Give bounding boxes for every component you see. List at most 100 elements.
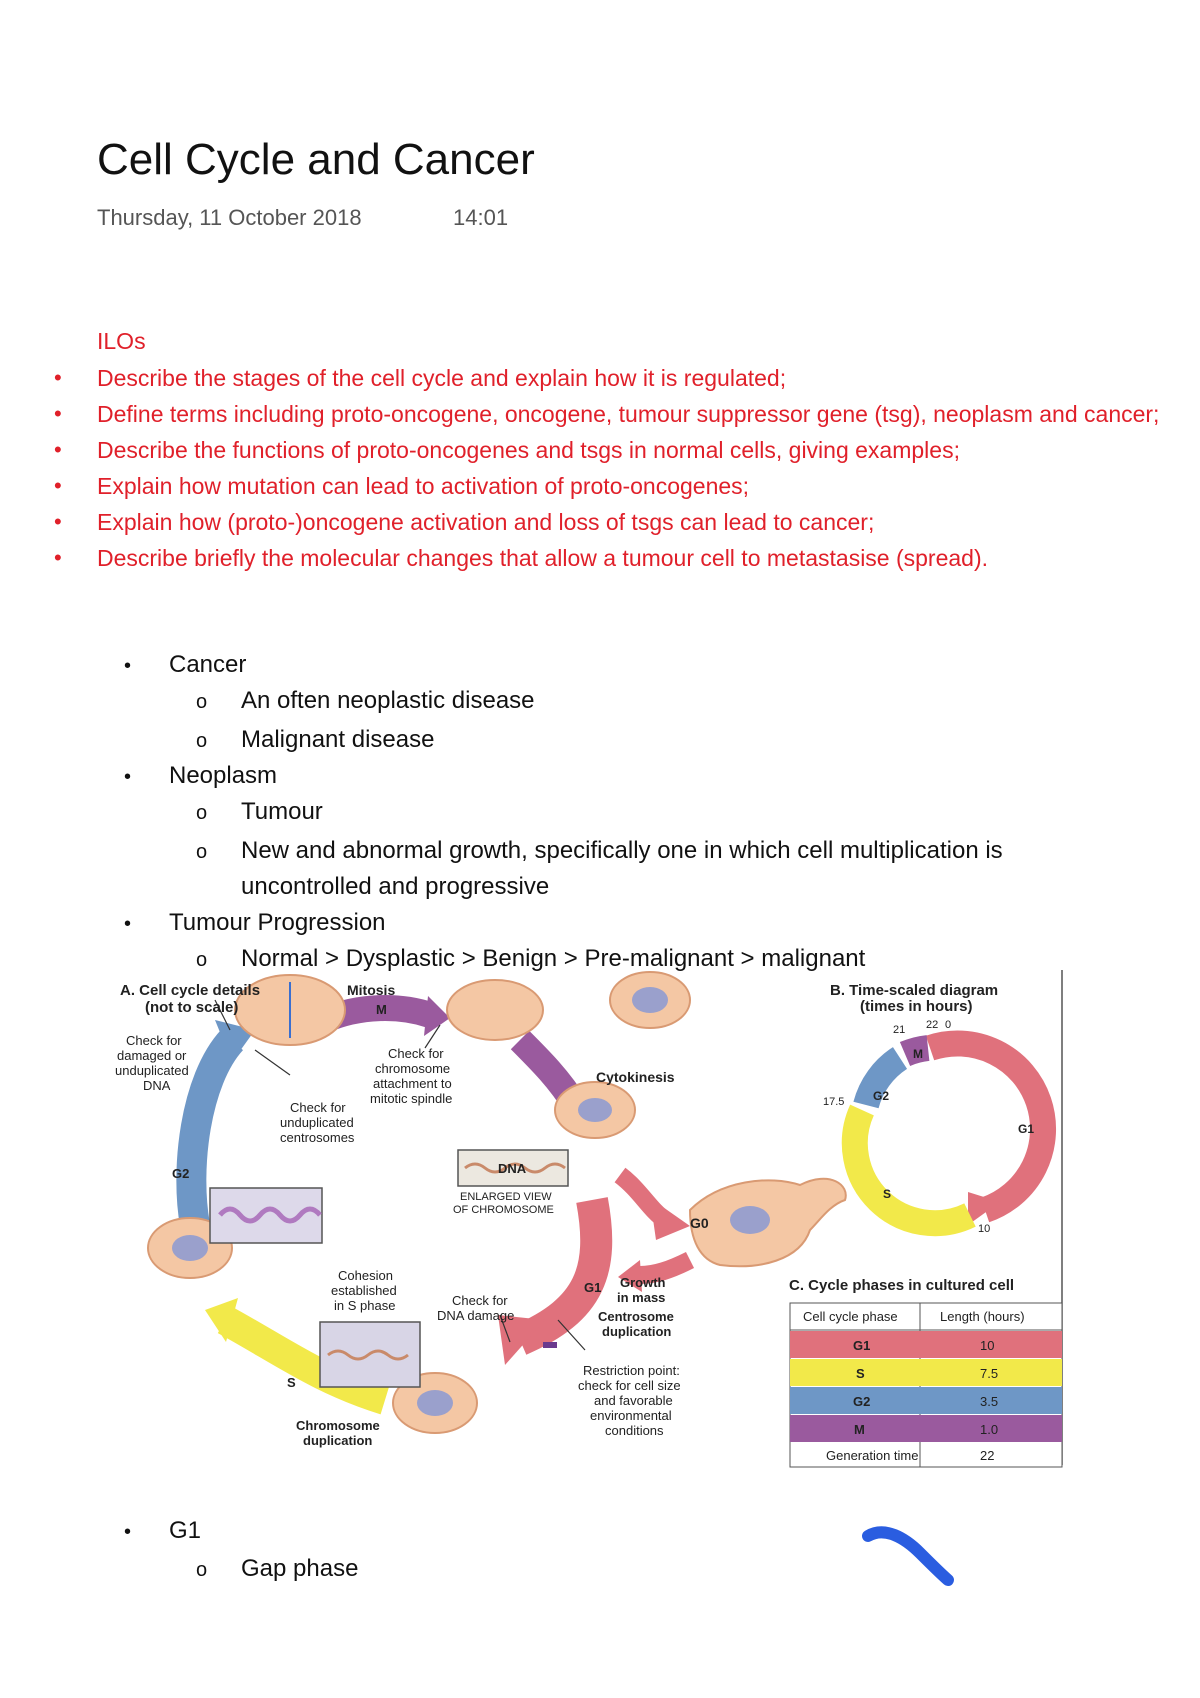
pen-stroke bbox=[862, 1526, 954, 1586]
s-arrowhead bbox=[205, 1298, 238, 1342]
table-row-bg bbox=[790, 1331, 1062, 1358]
bullet-icon: • bbox=[124, 766, 132, 788]
table-header: Length (hours) bbox=[940, 1309, 1025, 1324]
cohesion-label: in S phase bbox=[334, 1298, 395, 1313]
table-cell: 1.0 bbox=[980, 1422, 998, 1437]
table-cell: 3.5 bbox=[980, 1394, 998, 1409]
dna-helix-icon bbox=[464, 1162, 566, 1174]
panel-a-subtitle: (not to scale) bbox=[145, 999, 238, 1016]
list-item: o New and abnormal growth, specifically … bbox=[196, 833, 1003, 900]
note-text: An often neoplastic disease bbox=[241, 687, 535, 714]
checkpoint-label: mitotic spindle bbox=[370, 1091, 452, 1106]
chromosome-dup-label: Chromosome bbox=[296, 1418, 380, 1433]
ilo-text: Describe briefly the molecular changes t… bbox=[97, 545, 989, 571]
g2-ring-label: G2 bbox=[873, 1089, 889, 1103]
note-text: Tumour bbox=[241, 798, 323, 825]
centrosome-label: duplication bbox=[602, 1324, 671, 1339]
cohesion-label: established bbox=[331, 1283, 397, 1298]
list-item: • Neoplasm bbox=[124, 758, 277, 795]
checkpoint-label: attachment to bbox=[373, 1076, 452, 1091]
tick-label: 21 bbox=[893, 1024, 905, 1036]
bullet-icon: • bbox=[124, 1521, 132, 1543]
checkpoint-label: centrosomes bbox=[280, 1130, 355, 1145]
restriction-label: check for cell size bbox=[578, 1378, 681, 1393]
checkpoint-label: Check for bbox=[388, 1046, 444, 1061]
table-cell: 10 bbox=[980, 1338, 994, 1353]
growth-label: in mass bbox=[617, 1290, 665, 1305]
g2-segment bbox=[176, 1029, 244, 1228]
table-row: M 1.0 bbox=[790, 1415, 1062, 1442]
enlarged-view-label: OF CHROMOSOME bbox=[453, 1204, 554, 1216]
subbullet-icon: o bbox=[196, 841, 208, 863]
ilo-text: Explain how (proto-)oncogene activation … bbox=[97, 509, 875, 535]
s-segment bbox=[217, 1306, 390, 1415]
panel-a-title: A. Cell cycle details bbox=[120, 982, 260, 999]
chromosome-box bbox=[209, 1187, 323, 1244]
table-cell: 7.5 bbox=[980, 1366, 998, 1381]
g0-label: G0 bbox=[690, 1215, 709, 1231]
note-text: Tumour Progression bbox=[169, 909, 386, 936]
bullet-icon: • bbox=[54, 401, 62, 426]
g1-arrowhead bbox=[498, 1315, 545, 1365]
checkpoint-pointer bbox=[214, 999, 231, 1031]
bullet-icon: • bbox=[54, 473, 62, 498]
pen-annotation bbox=[862, 1526, 954, 1586]
g1-ring-arrowhead bbox=[968, 1192, 1000, 1225]
enlarged-view-label: ENLARGED VIEW bbox=[460, 1191, 552, 1203]
page-time: 14:01 bbox=[453, 205, 509, 230]
note-text: New and abnormal growth, specifically on… bbox=[241, 837, 1003, 864]
table-cell: S bbox=[856, 1366, 865, 1381]
ilo-text: Describe the functions of proto-oncogene… bbox=[97, 437, 960, 463]
ilo-text: Explain how mutation can lead to activat… bbox=[97, 473, 750, 499]
checkpoint-label: Check for bbox=[452, 1293, 508, 1308]
note-text: Gap phase bbox=[241, 1555, 359, 1582]
note-text: uncontrolled and progressive bbox=[241, 873, 550, 900]
note-text: Neoplasm bbox=[169, 762, 278, 789]
generation-label: Generation time bbox=[826, 1448, 919, 1463]
g2-phase-label: G2 bbox=[172, 1166, 189, 1181]
cytokinesis-label: Cytokinesis bbox=[596, 1069, 675, 1085]
tick-label: 10 bbox=[978, 1223, 990, 1235]
table-row-bg bbox=[790, 1415, 1062, 1442]
note-text: G1 bbox=[169, 1517, 202, 1544]
restriction-point-marker bbox=[543, 1342, 557, 1348]
growth-label: Growth bbox=[620, 1275, 666, 1290]
restriction-label: Restriction point: bbox=[583, 1363, 680, 1378]
list-item: o Tumour bbox=[196, 794, 323, 831]
checkpoint-pointer bbox=[499, 1314, 511, 1343]
list-item: o An often neoplastic disease bbox=[196, 683, 535, 720]
checkpoint-label: unduplicated bbox=[115, 1063, 189, 1078]
nucleus-icon bbox=[578, 1098, 612, 1122]
panel-b-title: B. Time-scaled diagram bbox=[830, 982, 998, 999]
tick-label: 17.5 bbox=[823, 1096, 844, 1108]
chromosome-icon bbox=[218, 1206, 322, 1224]
list-item: o Normal > Dysplastic > Benign > Pre-mal… bbox=[196, 941, 865, 978]
page-title: Cell Cycle and Cancer bbox=[97, 135, 535, 184]
list-item: • Cancer bbox=[124, 647, 246, 684]
restriction-label: and favorable bbox=[594, 1393, 673, 1408]
list-item: o Gap phase bbox=[196, 1551, 358, 1588]
dna-label: DNA bbox=[498, 1161, 527, 1176]
ilos-heading: ILOs bbox=[97, 328, 146, 354]
s-ring-label: S bbox=[883, 1187, 891, 1201]
checkpoint-label: DNA bbox=[143, 1078, 171, 1093]
subbullet-icon: o bbox=[196, 691, 208, 713]
note-text: Cancer bbox=[169, 651, 247, 678]
table-row: G1 10 bbox=[790, 1331, 1062, 1358]
checkpoint-label: damaged or bbox=[117, 1048, 187, 1063]
bullet-icon: • bbox=[54, 509, 62, 534]
m-ring-segment bbox=[899, 1035, 930, 1067]
m-arrowhead bbox=[424, 996, 450, 1036]
ilo-item: • Explain how (proto-)oncogene activation… bbox=[54, 504, 1200, 540]
checkpoint-pointer bbox=[557, 1319, 586, 1351]
table-cell: G1 bbox=[853, 1338, 870, 1353]
page-date: Thursday, 11 October 2018 bbox=[97, 205, 362, 230]
list-item: • G1 bbox=[124, 1513, 201, 1550]
g1-ring-segment bbox=[925, 1030, 1057, 1223]
bullet-icon: • bbox=[54, 365, 62, 390]
checkpoint-pointer bbox=[254, 1049, 291, 1076]
list-item: o Malignant disease bbox=[196, 722, 434, 759]
cycle-phase-table: Cell cycle phase Length (hours) G1 10 S … bbox=[789, 1302, 1063, 1468]
checkpoint-label: Check for bbox=[126, 1033, 182, 1048]
time-scaled-ring: M G2 G1 S 0 10 17.5 21 22 bbox=[823, 1019, 1057, 1237]
